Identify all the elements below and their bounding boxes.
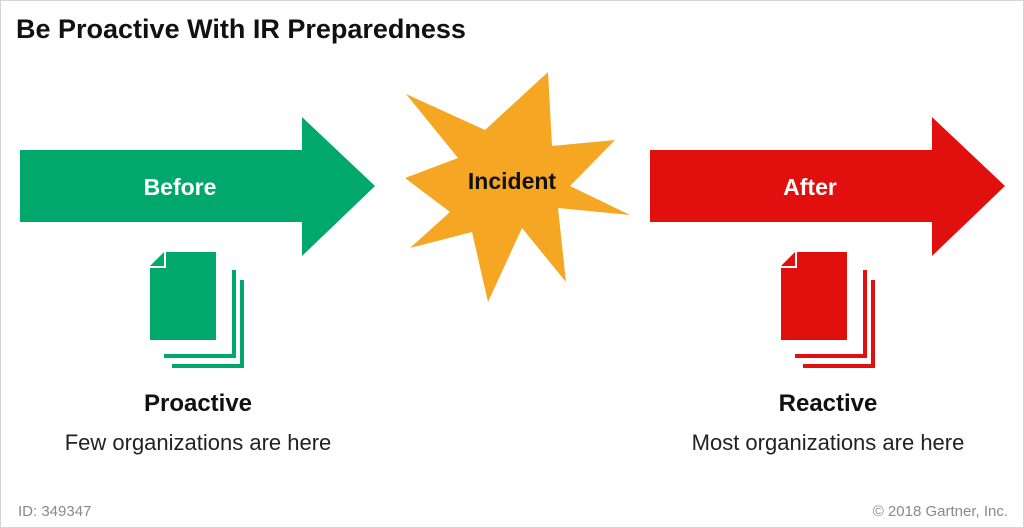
proactive-caption: Few organizations are here bbox=[64, 430, 332, 455]
incident-label: Incident bbox=[467, 168, 557, 194]
after-arrow bbox=[650, 117, 1005, 256]
document-stack-icon bbox=[150, 252, 244, 368]
after-label: After bbox=[783, 174, 837, 200]
copyright-notice: © 2018 Gartner, Inc. bbox=[872, 503, 1008, 520]
document-stack-icon bbox=[781, 252, 875, 368]
reactive-heading: Reactive bbox=[778, 390, 878, 417]
proactive-heading: Proactive bbox=[143, 390, 253, 417]
before-label: Before bbox=[143, 174, 217, 200]
before-arrow bbox=[20, 117, 375, 256]
reactive-caption: Most organizations are here bbox=[691, 430, 965, 455]
page-title: Be Proactive With IR Preparedness bbox=[16, 14, 466, 44]
incident-starburst bbox=[405, 72, 630, 302]
figure-id: ID: 349347 bbox=[18, 503, 92, 520]
